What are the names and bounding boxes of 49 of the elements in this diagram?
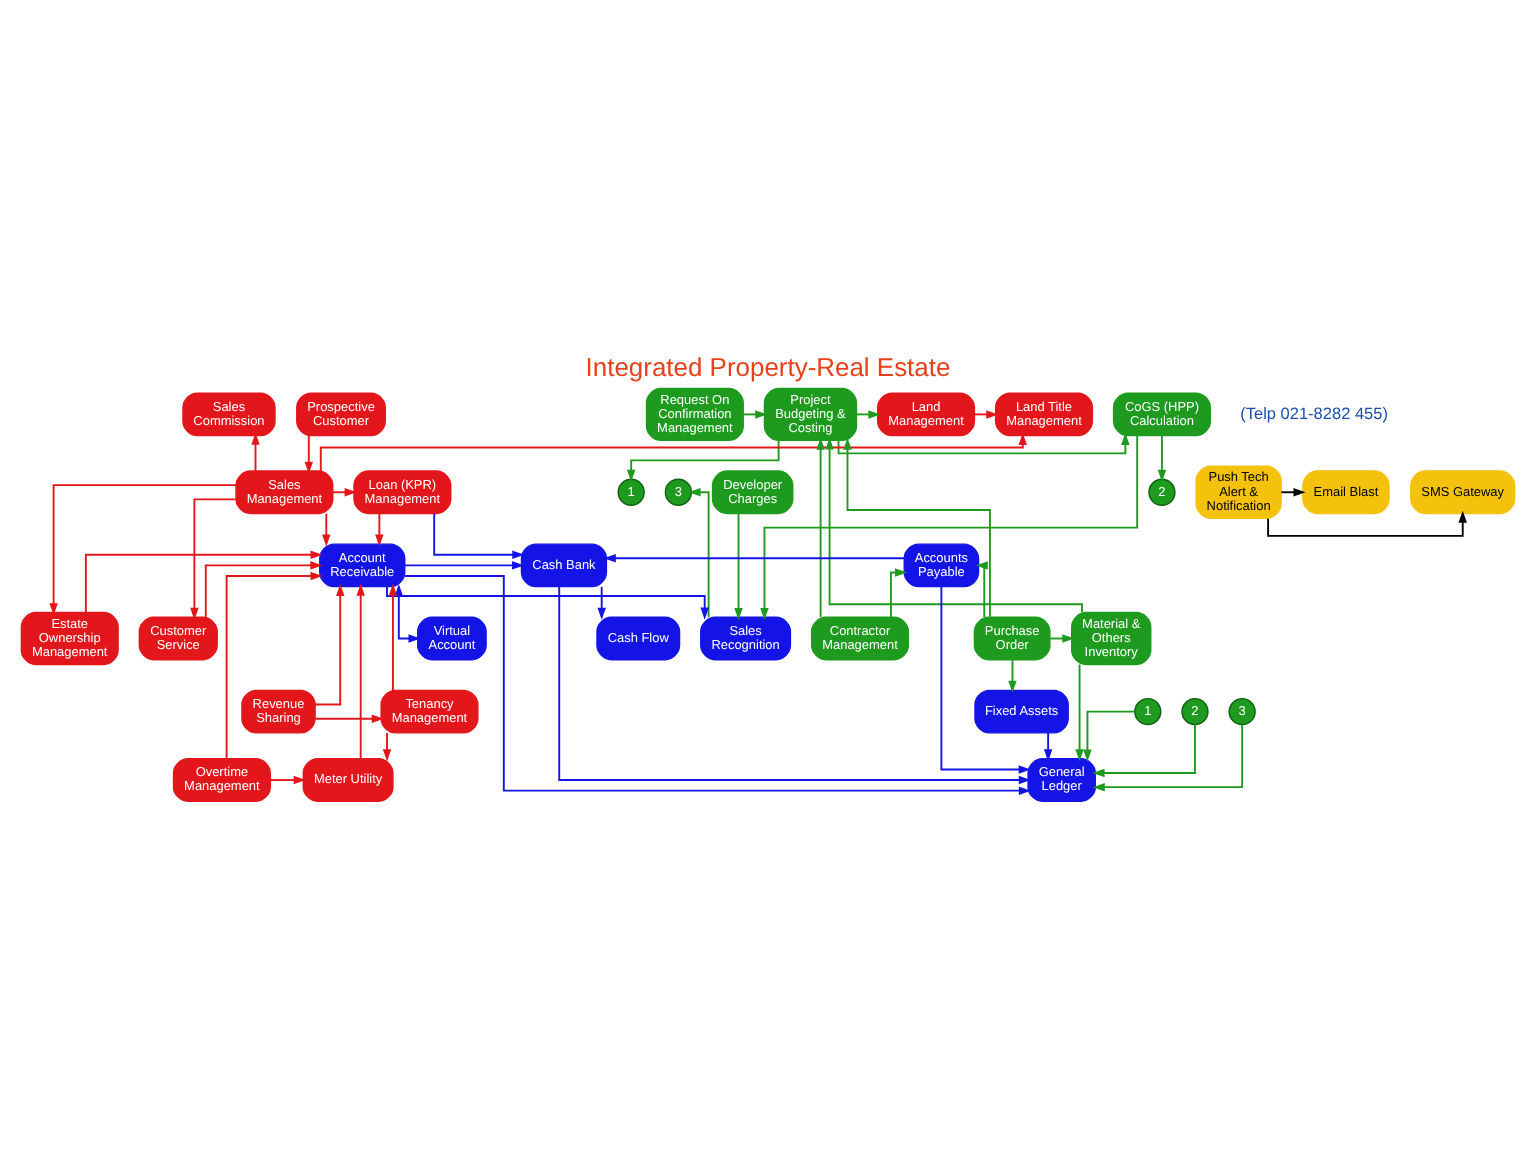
- arrow: [388, 583, 398, 692]
- arrow: [403, 575, 1031, 795]
- arrow: [688, 488, 710, 619]
- arrow: [742, 410, 768, 419]
- diagram-title: Integrated Property-Real Estate: [585, 352, 951, 383]
- arrow: [433, 512, 525, 559]
- arrow: [843, 437, 991, 618]
- arrow: [332, 488, 357, 497]
- arrow: [1043, 731, 1053, 762]
- arrow: [84, 550, 323, 614]
- arrow: [304, 434, 313, 474]
- arrow: [1092, 723, 1244, 792]
- arrow: [890, 568, 908, 619]
- arrow: [603, 554, 906, 563]
- arrow: [404, 561, 525, 570]
- arrow: [1092, 723, 1196, 778]
- arrow: [1075, 663, 1084, 762]
- arrow: [386, 585, 709, 620]
- arrow: [1267, 510, 1467, 537]
- arrow: [225, 571, 323, 760]
- arrow: [375, 512, 384, 547]
- arrow: [940, 585, 1031, 774]
- arrow: [49, 484, 237, 616]
- arrow: [597, 586, 606, 620]
- arrow: [825, 437, 1083, 614]
- arrow: [1157, 434, 1167, 482]
- arrow: [394, 584, 421, 643]
- arrow: [1280, 488, 1306, 497]
- arrow: [734, 512, 743, 621]
- arrow: [190, 498, 237, 620]
- arrow: [269, 775, 306, 785]
- arrow: [855, 410, 881, 419]
- arrow: [314, 583, 345, 706]
- arrow: [322, 512, 331, 547]
- arrow: [975, 561, 988, 618]
- arrow: [558, 585, 1031, 785]
- arrow: [204, 561, 323, 618]
- arrow: [1083, 710, 1136, 762]
- arrow: [816, 437, 825, 618]
- arrow: [1008, 659, 1017, 693]
- arrow: [837, 432, 1130, 455]
- arrow: [251, 432, 260, 472]
- arrow: [382, 731, 392, 762]
- arrow: [626, 439, 780, 482]
- arrow: [314, 714, 384, 723]
- arrow: [973, 410, 999, 419]
- arrow: [760, 434, 1139, 620]
- arrow: [319, 433, 1027, 472]
- arrow: [356, 583, 365, 760]
